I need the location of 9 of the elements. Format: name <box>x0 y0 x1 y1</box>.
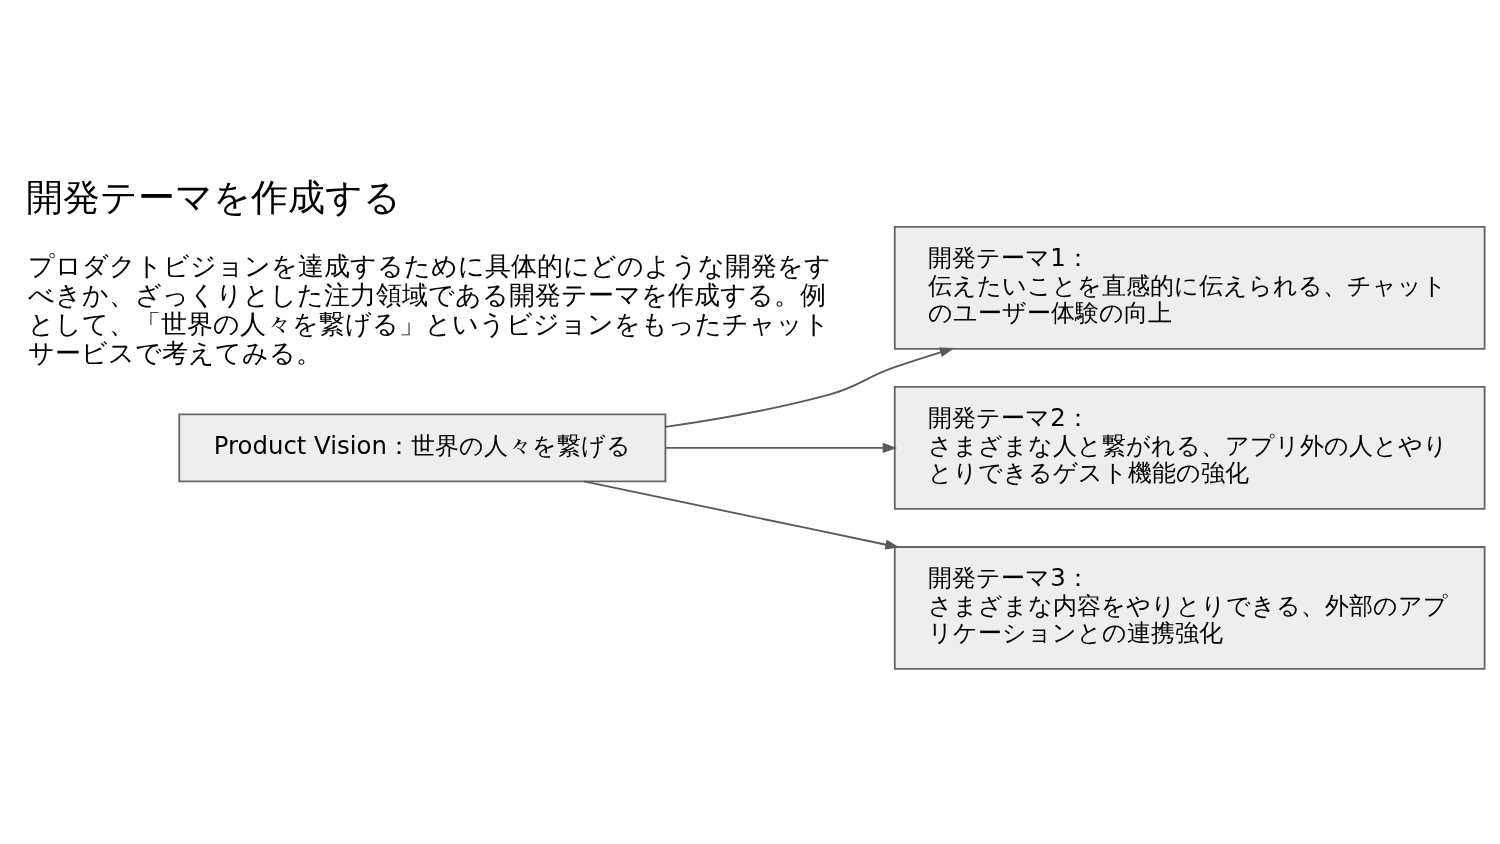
diagram-title: 開発テーマを作成する <box>26 176 402 220</box>
node-box: 開発テーマ1： 伝えたいことを直感的に伝えられる、チャットのユーザー体験の向上 <box>893 226 1486 350</box>
arrow <box>664 442 898 453</box>
node-box: 開発テーマ2： さまざまな人と繋がれる、アプリ外の人とやりとりできるゲスト機能の強化 <box>893 386 1486 510</box>
arrow <box>583 480 900 550</box>
node-box: Product Vision：世界の人々を繋げる <box>178 413 667 483</box>
label: プロダクトビジョンを達成するために具体的にどのような開発をすべきか、ざっくりとした注力領域である開発テーマを作成する。例として、「世界の人々を繋げる」というビジョンをもったチャットサービスで考えてみる。 <box>27 251 831 368</box>
arrow <box>664 347 955 428</box>
node-box: 開発テーマ3： さまざまな内容をやりとりできる、外部のアプリケーションとの連携強化 <box>893 546 1486 670</box>
